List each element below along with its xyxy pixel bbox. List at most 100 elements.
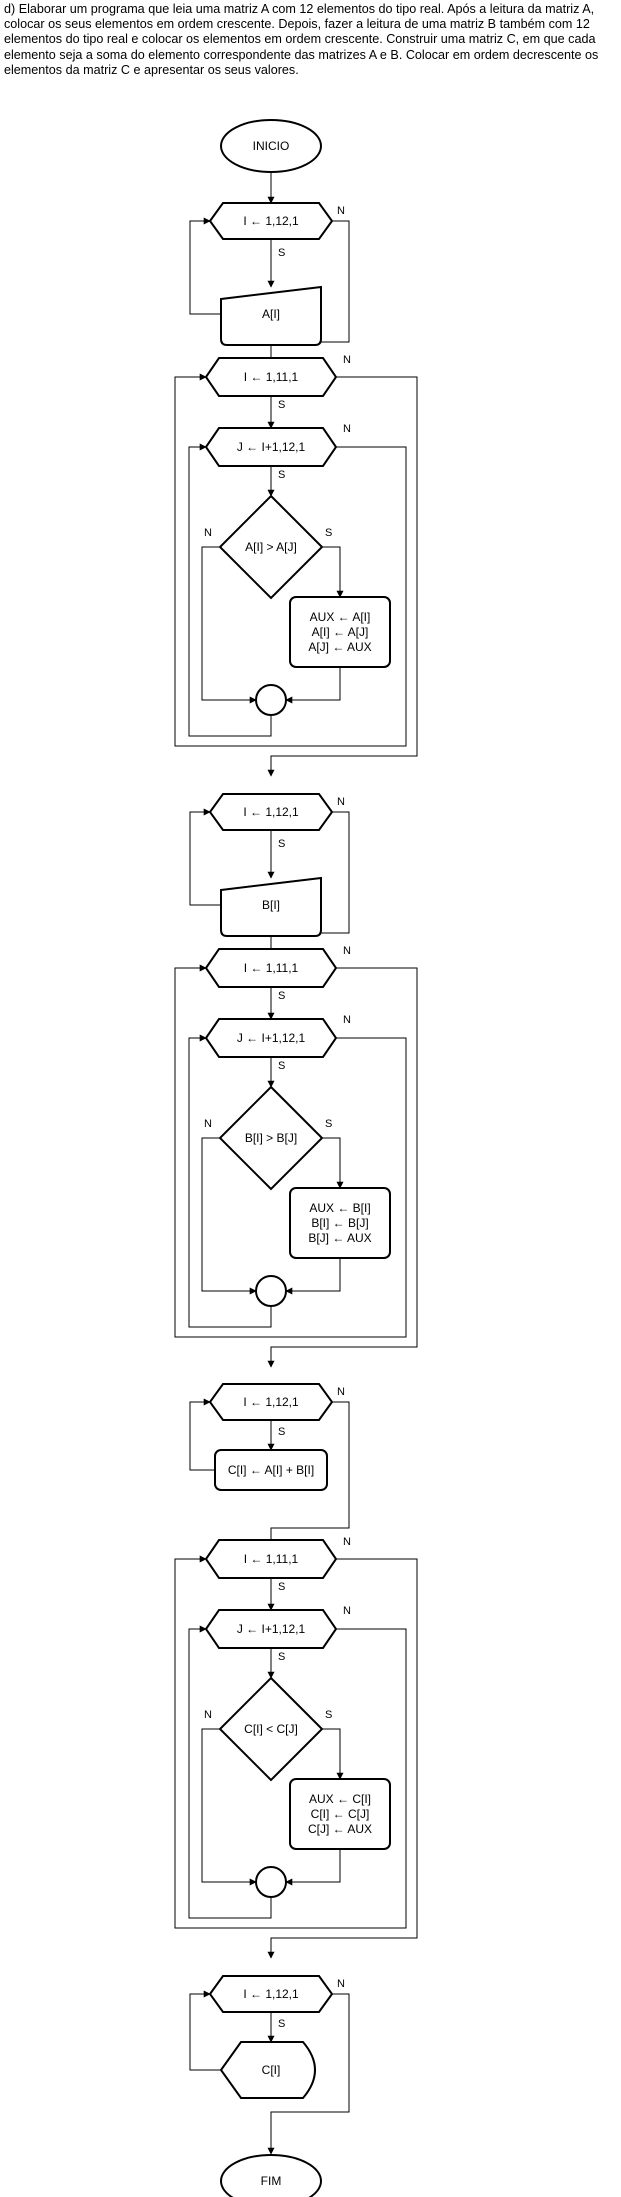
sort-c-swap-line: C[J] ← AUX — [308, 1822, 372, 1836]
sort-b-inner-yes-tag: S — [278, 1060, 285, 1072]
sort-b-swap-line: B[J] ← AUX — [308, 1231, 371, 1245]
sort-b-condition — [218, 1085, 324, 1191]
read-b-yes-tag: S — [278, 838, 285, 850]
output-c-display-label: C[I] — [262, 2063, 281, 2077]
start-label: INICIO — [253, 139, 290, 153]
sort-b-outer-yes-tag: S — [278, 990, 285, 1002]
sort-a-outer-loop — [204, 357, 338, 397]
sum-c-process — [214, 1449, 328, 1491]
sort-b-cond-yes-tag: S — [325, 1118, 332, 1130]
sort-b-edge-join-to-inner — [188, 1034, 272, 1328]
sort-c-inner-loop — [204, 1609, 338, 1649]
sum-c-edge-back — [189, 1398, 215, 1471]
read-a-edge-back — [189, 217, 221, 315]
sort-a-outer-yes-tag: S — [278, 399, 285, 411]
sort-b-cond-no-tag: N — [204, 1118, 212, 1130]
sort-a-edge-outer-exit — [267, 376, 418, 777]
sort-a-condition — [218, 494, 324, 600]
read-a-input — [220, 285, 322, 346]
output-c-loop-label: I ← 1,12,1 — [243, 1987, 299, 2001]
sort-c-outer-loop — [204, 1539, 338, 1579]
sort-c-inner-no-tag: N — [343, 1605, 351, 1617]
sort-a-edge-inner-exit — [174, 373, 407, 747]
sort-c-swap-box — [289, 1778, 391, 1850]
sum-c-no-tag: N — [337, 1386, 345, 1398]
read-a-input-label: A[I] — [262, 307, 280, 321]
sort-a-swap-line: A[J] ← AUX — [308, 640, 371, 654]
sort-b-inner-no-tag: N — [343, 1014, 351, 1026]
sort-b-edge-inner-exit — [174, 964, 407, 1338]
sort-b-swap-line: AUX ← B[I] — [309, 1201, 370, 1215]
read-a-no-tag: N — [337, 205, 345, 217]
end-terminal — [220, 2154, 322, 2197]
sum-c-loop-label: I ← 1,12,1 — [243, 1395, 299, 1409]
sort-a-swap-line: AUX ← A[I] — [310, 610, 371, 624]
sort-b-edge-cond-no — [201, 1137, 257, 1295]
sort-b-edge-cond-yes — [322, 1137, 344, 1189]
sort-c-outer-yes-tag: S — [278, 1581, 285, 1593]
output-c-edge-back — [189, 1990, 221, 2071]
sort-c-join — [255, 1866, 287, 1898]
sort-c-edge-cond-yes — [322, 1728, 344, 1780]
sort-a-edge-cond-yes — [322, 546, 344, 598]
read-b-edge-exit — [267, 811, 350, 969]
output-c-edge-exit — [267, 1993, 350, 2155]
sum-c-process-label: C[I] ← A[I] + B[I] — [228, 1463, 314, 1477]
sort-c-edge-join-to-inner — [188, 1625, 272, 1919]
sort-b-outer-loop — [204, 948, 338, 988]
sort-c-swap-line: AUX ← C[I] — [309, 1792, 371, 1806]
output-c-no-tag: N — [337, 1978, 345, 1990]
output-c-loop — [208, 1975, 334, 2013]
sort-b-condition-label: B[I] > B[J] — [245, 1131, 297, 1145]
read-a-loop — [208, 202, 334, 240]
sort-c-inner-loop-label: J ← I+1,12,1 — [237, 1622, 306, 1636]
sort-b-join — [255, 1275, 287, 1307]
sort-a-edge-join-to-inner — [188, 443, 272, 737]
sort-b-inner-loop — [204, 1018, 338, 1058]
read-b-loop-label: I ← 1,12,1 — [243, 805, 299, 819]
sort-a-inner-loop — [204, 427, 338, 467]
sort-c-inner-yes-tag: S — [278, 1651, 285, 1663]
sort-b-edge-outer-exit — [267, 967, 418, 1368]
read-a-loop-label: I ← 1,12,1 — [243, 214, 299, 228]
output-c-yes-tag: S — [278, 2018, 285, 2030]
sort-b-swap-box — [289, 1187, 391, 1259]
read-b-edge-back — [189, 808, 221, 906]
sort-a-cond-yes-tag: S — [325, 527, 332, 539]
sort-a-cond-no-tag: N — [204, 527, 212, 539]
sort-c-outer-no-tag: N — [343, 1536, 351, 1548]
sort-c-edge-outer-exit — [267, 1558, 418, 1959]
read-a-edge-exit — [267, 220, 350, 378]
problem-statement: d) Elaborar um programa que leia uma mat… — [4, 2, 599, 77]
sort-a-edge-swap-to-join — [285, 667, 341, 704]
start-terminal — [220, 119, 322, 173]
sort-a-swap-line: A[I] ← A[J] — [312, 625, 369, 639]
sort-b-swap-line: B[I] ← B[J] — [311, 1216, 368, 1230]
read-a-yes-tag: S — [278, 247, 285, 259]
sort-c-cond-yes-tag: S — [325, 1709, 332, 1721]
sort-a-edge-cond-no — [201, 546, 257, 704]
sort-a-inner-yes-tag: S — [278, 469, 285, 481]
sort-a-condition-label: A[I] > A[J] — [245, 540, 297, 554]
end-label: FIM — [261, 2174, 282, 2188]
read-b-loop — [208, 793, 334, 831]
sort-b-inner-loop-label: J ← I+1,12,1 — [237, 1031, 306, 1045]
read-b-input-label: B[I] — [262, 898, 280, 912]
sort-a-outer-no-tag: N — [343, 354, 351, 366]
sort-c-cond-no-tag: N — [204, 1709, 212, 1721]
sort-c-edge-cond-no — [201, 1728, 257, 1886]
sort-c-condition — [218, 1676, 324, 1782]
read-b-no-tag: N — [337, 796, 345, 808]
sort-c-outer-loop-label: I ← 1,11,1 — [244, 1552, 299, 1566]
sum-c-loop — [208, 1383, 334, 1421]
sort-a-join — [255, 684, 287, 716]
sort-b-outer-no-tag: N — [343, 945, 351, 957]
sort-c-condition-label: C[I] < C[J] — [244, 1722, 298, 1736]
sort-a-inner-no-tag: N — [343, 423, 351, 435]
sort-c-swap-line: C[I] ← C[J] — [311, 1807, 370, 1821]
sort-c-edge-inner-exit — [174, 1555, 407, 1929]
output-c-display — [219, 2041, 316, 2099]
sum-c-yes-tag: S — [278, 1426, 285, 1438]
sort-b-outer-loop-label: I ← 1,11,1 — [244, 961, 299, 975]
